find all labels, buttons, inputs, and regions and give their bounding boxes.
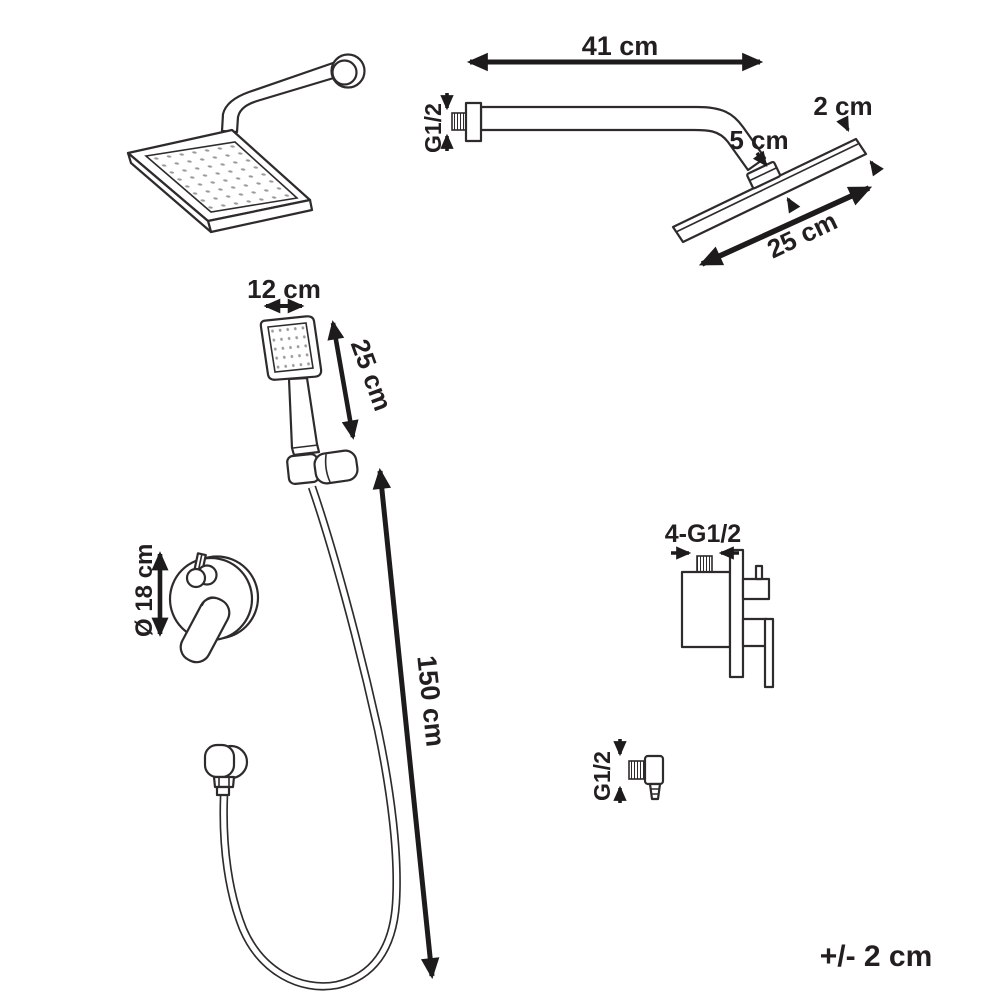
valve-knob-box	[741, 577, 771, 601]
valve-body	[680, 570, 732, 649]
hose-elbow-collar	[215, 785, 231, 797]
arm-drop-arrow-up	[786, 197, 801, 214]
dimension-label-valve-connections: 4-G1/2	[665, 520, 741, 548]
iso-head-nozzle-face	[144, 141, 299, 213]
valve-handle-base	[741, 617, 769, 648]
dimension-label-head-width: 25 cm	[762, 205, 841, 264]
head-thickness-arrow-bottom	[869, 160, 884, 177]
hand-shower-drawing: 12 cm 25 cm	[247, 274, 398, 485]
dimension-label-arm-drop: 5 cm	[729, 125, 788, 155]
hand-shower-nozzle-face	[267, 322, 314, 373]
tolerance-note: +/- 2 cm	[820, 940, 933, 973]
hose-core	[221, 486, 400, 989]
iso-wall-flange-inner	[331, 59, 358, 86]
dimension-label-plate-diameter: Ø 18 cm	[131, 544, 158, 637]
valve-back-plate	[728, 548, 745, 679]
outlet-thread	[628, 760, 646, 780]
hose-elbow-nut	[212, 775, 236, 789]
concealed-mixer-drawing: Ø 18 cm	[131, 544, 260, 664]
shower-arm-side-view: 41 cm G1/2 5 cm 2 cm 25 cm	[420, 31, 884, 267]
mixer-valve-body-drawing: 4-G1/2	[665, 520, 775, 689]
hose-wall-elbow-front	[203, 743, 236, 779]
shower-hose-drawing: 150 cm	[203, 467, 451, 991]
dimension-label-hand-width: 12 cm	[247, 274, 321, 304]
hand-shower-holder-block	[313, 449, 359, 485]
arm-head-connector	[746, 160, 781, 190]
dimension-label-outlet-thread: G1/2	[589, 751, 615, 801]
shower-arm-tube	[479, 105, 767, 172]
hose-outline	[219, 485, 401, 991]
outlet-body	[643, 754, 665, 786]
rain-shower-head-isometric-drawing	[126, 53, 366, 234]
valve-handle-bar	[763, 617, 775, 689]
iso-head-side-left	[126, 151, 213, 234]
outlet-barb-ridges	[650, 788, 660, 795]
dimension-label-arm-length: 41 cm	[582, 31, 659, 61]
wall-outlet-fitting-drawing: G1/2	[589, 739, 665, 803]
dimension-label-head-thickness: 2 cm	[813, 91, 872, 121]
arm-wall-thread	[451, 112, 467, 131]
valve-thread	[696, 555, 713, 573]
dimension-label-arm-thread: G1/2	[420, 103, 446, 153]
hand-shower-handle-collar	[292, 444, 319, 449]
valve-knob-stem	[754, 564, 764, 581]
mixer-diverter-knob-front	[185, 567, 207, 589]
outlet-hose-barb	[648, 782, 662, 801]
dimension-label-hose-length: 150 cm	[411, 654, 450, 748]
dimension-line-head-25cm	[698, 185, 873, 267]
mixer-lever-handle	[179, 596, 231, 664]
head-thickness-arrow-top	[836, 115, 850, 133]
hand-shower-handle	[287, 376, 321, 457]
arm-drop-arrow	[752, 150, 768, 167]
hose-elbow-nut-facets	[218, 777, 230, 787]
dimension-label-hand-length: 25 cm	[345, 335, 398, 415]
iso-shower-arm	[220, 61, 339, 134]
dimension-line-150cm	[372, 467, 440, 980]
dimension-line-hand-25cm	[327, 320, 359, 440]
arm-wall-plate	[464, 101, 483, 143]
